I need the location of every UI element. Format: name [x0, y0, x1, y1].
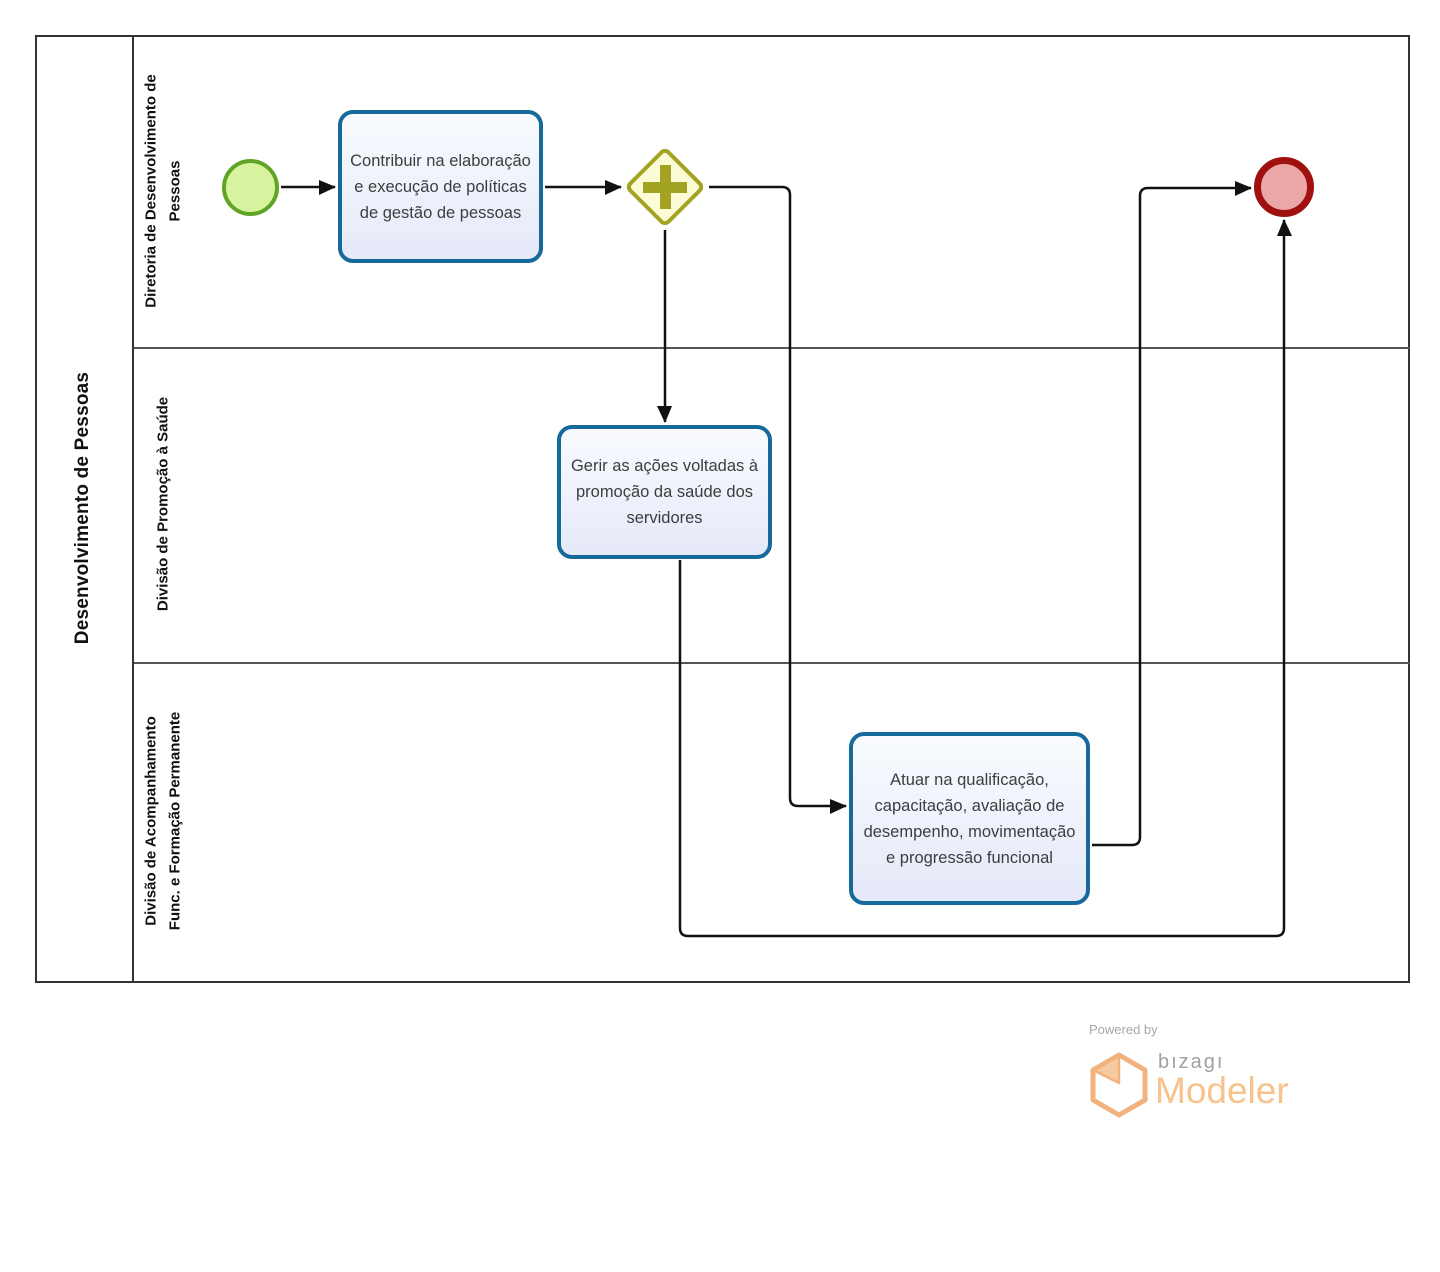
lane-divider-2: [134, 662, 1410, 664]
end-event: [1254, 157, 1314, 217]
powered-by-text: Powered by: [1089, 1022, 1158, 1037]
flow-gateway-to-task3: [709, 185, 847, 814]
task-contribuir-politicas: Contribuir na elaboração e execução de p…: [338, 110, 543, 263]
task-label: Atuar na qualificação, capacitação, aval…: [863, 770, 1076, 867]
flow-task2-to-end: [678, 219, 1292, 938]
lane-divider-1: [134, 347, 1410, 349]
bizagi-hexagon-icon: [1090, 1052, 1148, 1118]
plus-icon: [643, 165, 687, 209]
modeler-wordmark: Modeler: [1155, 1070, 1289, 1111]
pool-title-divider: [132, 37, 134, 981]
task-gerir-acoes-saude: Gerir as ações voltadas à promoção da sa…: [557, 425, 772, 559]
task-atuar-qualificacao: Atuar na qualificação, capacitação, aval…: [849, 732, 1090, 905]
flow-task3-to-end: [1092, 181, 1252, 847]
task-label: Contribuir na elaboração e execução de p…: [350, 151, 531, 222]
task-label: Gerir as ações voltadas à promoção da sa…: [570, 457, 759, 527]
start-event: [222, 159, 279, 216]
bizagi-wordmark: bızagı: [1158, 1051, 1225, 1073]
